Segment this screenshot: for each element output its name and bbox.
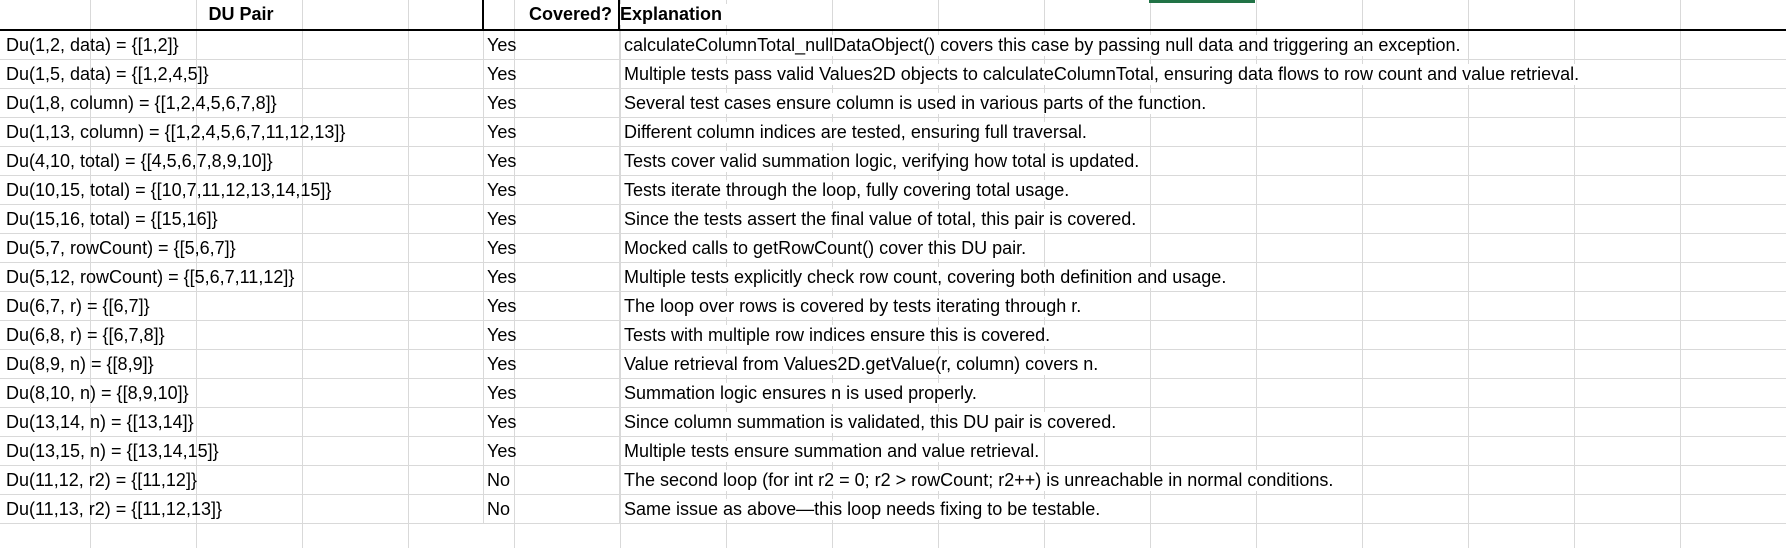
explanation-cell[interactable]: calculateColumnTotal_nullDataObject() co… xyxy=(620,31,1786,59)
du-pair-cell[interactable]: Du(11,13, r2) = {[11,12,13]} xyxy=(0,495,484,523)
explanation-cell[interactable]: Mocked calls to getRowCount() cover this… xyxy=(620,234,1786,262)
du-pair-cell[interactable]: Du(6,7, r) = {[6,7]} xyxy=(0,292,484,320)
header-row: DU Pair Covered? Explanation xyxy=(0,0,1786,31)
du-pair-cell[interactable]: Du(1,2, data) = {[1,2]} xyxy=(0,31,484,59)
header-covered[interactable]: Covered? xyxy=(484,0,620,29)
explanation-text: Value retrieval from Values2D.getValue(r… xyxy=(624,353,1101,375)
header-du-pair[interactable]: DU Pair xyxy=(0,0,484,29)
du-pair-cell[interactable]: Du(11,12, r2) = {[11,12]} xyxy=(0,466,484,494)
covered-cell[interactable]: Yes xyxy=(484,321,620,349)
covered-cell[interactable]: Yes xyxy=(484,437,620,465)
explanation-text: Multiple tests ensure summation and valu… xyxy=(624,440,1042,462)
explanation-cell[interactable]: Since the tests assert the final value o… xyxy=(620,205,1786,233)
du-pair-cell[interactable]: Du(8,10, n) = {[8,9,10]} xyxy=(0,379,484,407)
du-pair-cell[interactable]: Du(1,5, data) = {[1,2,4,5]} xyxy=(0,60,484,88)
explanation-cell[interactable]: Different column indices are tested, ens… xyxy=(620,118,1786,146)
explanation-text: Tests iterate through the loop, fully co… xyxy=(624,179,1072,201)
du-pair-table: DU Pair Covered? Explanation Du(1,2, dat… xyxy=(0,0,1786,524)
explanation-cell[interactable]: The second loop (for int r2 = 0; r2 > ro… xyxy=(620,466,1786,494)
explanation-text: Different column indices are tested, ens… xyxy=(624,121,1089,143)
explanation-cell[interactable]: Same issue as above—this loop needs fixi… xyxy=(620,495,1786,523)
explanation-cell[interactable]: Summation logic ensures n is used proper… xyxy=(620,379,1786,407)
covered-cell[interactable]: No xyxy=(484,466,620,494)
covered-cell[interactable]: Yes xyxy=(484,263,620,291)
du-pair-cell[interactable]: Du(1,13, column) = {[1,2,4,5,6,7,11,12,1… xyxy=(0,118,484,146)
explanation-text: Since the tests assert the final value o… xyxy=(624,208,1139,230)
explanation-cell[interactable]: Several test cases ensure column is used… xyxy=(620,89,1786,117)
explanation-text: Several test cases ensure column is used… xyxy=(624,92,1209,114)
explanation-cell[interactable]: Multiple tests ensure summation and valu… xyxy=(620,437,1786,465)
covered-cell[interactable]: Yes xyxy=(484,292,620,320)
du-pair-cell[interactable]: Du(8,9, n) = {[8,9]} xyxy=(0,350,484,378)
covered-cell[interactable]: Yes xyxy=(484,350,620,378)
explanation-text: Since column summation is validated, thi… xyxy=(624,411,1119,433)
explanation-text: The second loop (for int r2 = 0; r2 > ro… xyxy=(624,469,1336,491)
explanation-cell[interactable]: Tests iterate through the loop, fully co… xyxy=(620,176,1786,204)
explanation-cell[interactable]: Value retrieval from Values2D.getValue(r… xyxy=(620,350,1786,378)
explanation-cell[interactable]: Multiple tests pass valid Values2D objec… xyxy=(620,60,1786,88)
explanation-text: Same issue as above—this loop needs fixi… xyxy=(624,498,1103,520)
covered-cell[interactable]: Yes xyxy=(484,89,620,117)
du-pair-cell[interactable]: Du(5,7, rowCount) = {[5,6,7]} xyxy=(0,234,484,262)
explanation-cell[interactable]: Tests with multiple row indices ensure t… xyxy=(620,321,1786,349)
explanation-cell[interactable]: Multiple tests explicitly check row coun… xyxy=(620,263,1786,291)
explanation-text: calculateColumnTotal_nullDataObject() co… xyxy=(624,34,1463,56)
header-explanation-text: Explanation xyxy=(620,4,819,25)
du-pair-cell[interactable]: Du(13,15, n) = {[13,14,15]} xyxy=(0,437,484,465)
explanation-cell[interactable]: Since column summation is validated, thi… xyxy=(620,408,1786,436)
explanation-text: Summation logic ensures n is used proper… xyxy=(624,382,979,404)
covered-cell[interactable]: Yes xyxy=(484,118,620,146)
explanation-text: Multiple tests explicitly check row coun… xyxy=(624,266,1229,288)
covered-cell[interactable]: Yes xyxy=(484,60,620,88)
du-pair-cell[interactable]: Du(6,8, r) = {[6,7,8]} xyxy=(0,321,484,349)
covered-cell[interactable]: Yes xyxy=(484,147,620,175)
covered-cell[interactable]: Yes xyxy=(484,408,620,436)
explanation-text: The loop over rows is covered by tests i… xyxy=(624,295,1084,317)
explanation-text: Tests cover valid summation logic, verif… xyxy=(624,150,1142,172)
du-pair-cell[interactable]: Du(10,15, total) = {[10,7,11,12,13,14,15… xyxy=(0,176,484,204)
table-row: Du(1,13, column) = {[1,2,4,5,6,7,11,12,1… xyxy=(0,118,1786,147)
du-pair-cell[interactable]: Du(13,14, n) = {[13,14]} xyxy=(0,408,484,436)
covered-cell[interactable]: No xyxy=(484,495,620,523)
explanation-text: Multiple tests pass valid Values2D objec… xyxy=(624,63,1582,85)
du-pair-cell[interactable]: Du(5,12, rowCount) = {[5,6,7,11,12]} xyxy=(0,263,484,291)
du-pair-cell[interactable]: Du(1,8, column) = {[1,2,4,5,6,7,8]} xyxy=(0,89,484,117)
covered-cell[interactable]: Yes xyxy=(484,205,620,233)
du-pair-cell[interactable]: Du(4,10, total) = {[4,5,6,7,8,9,10]} xyxy=(0,147,484,175)
covered-cell[interactable]: Yes xyxy=(484,234,620,262)
table-row: Du(10,15, total) = {[10,7,11,12,13,14,15… xyxy=(0,176,1786,205)
explanation-cell[interactable]: The loop over rows is covered by tests i… xyxy=(620,292,1786,320)
explanation-text: Tests with multiple row indices ensure t… xyxy=(624,324,1053,346)
covered-cell[interactable]: Yes xyxy=(484,379,620,407)
explanation-text: Mocked calls to getRowCount() cover this… xyxy=(624,237,1029,259)
du-pair-cell[interactable]: Du(15,16, total) = {[15,16]} xyxy=(0,205,484,233)
header-explanation[interactable]: Explanation xyxy=(620,0,1786,29)
selected-cell-indicator xyxy=(1149,0,1255,3)
covered-cell[interactable]: Yes xyxy=(484,31,620,59)
explanation-cell[interactable]: Tests cover valid summation logic, verif… xyxy=(620,147,1786,175)
covered-cell[interactable]: Yes xyxy=(484,176,620,204)
